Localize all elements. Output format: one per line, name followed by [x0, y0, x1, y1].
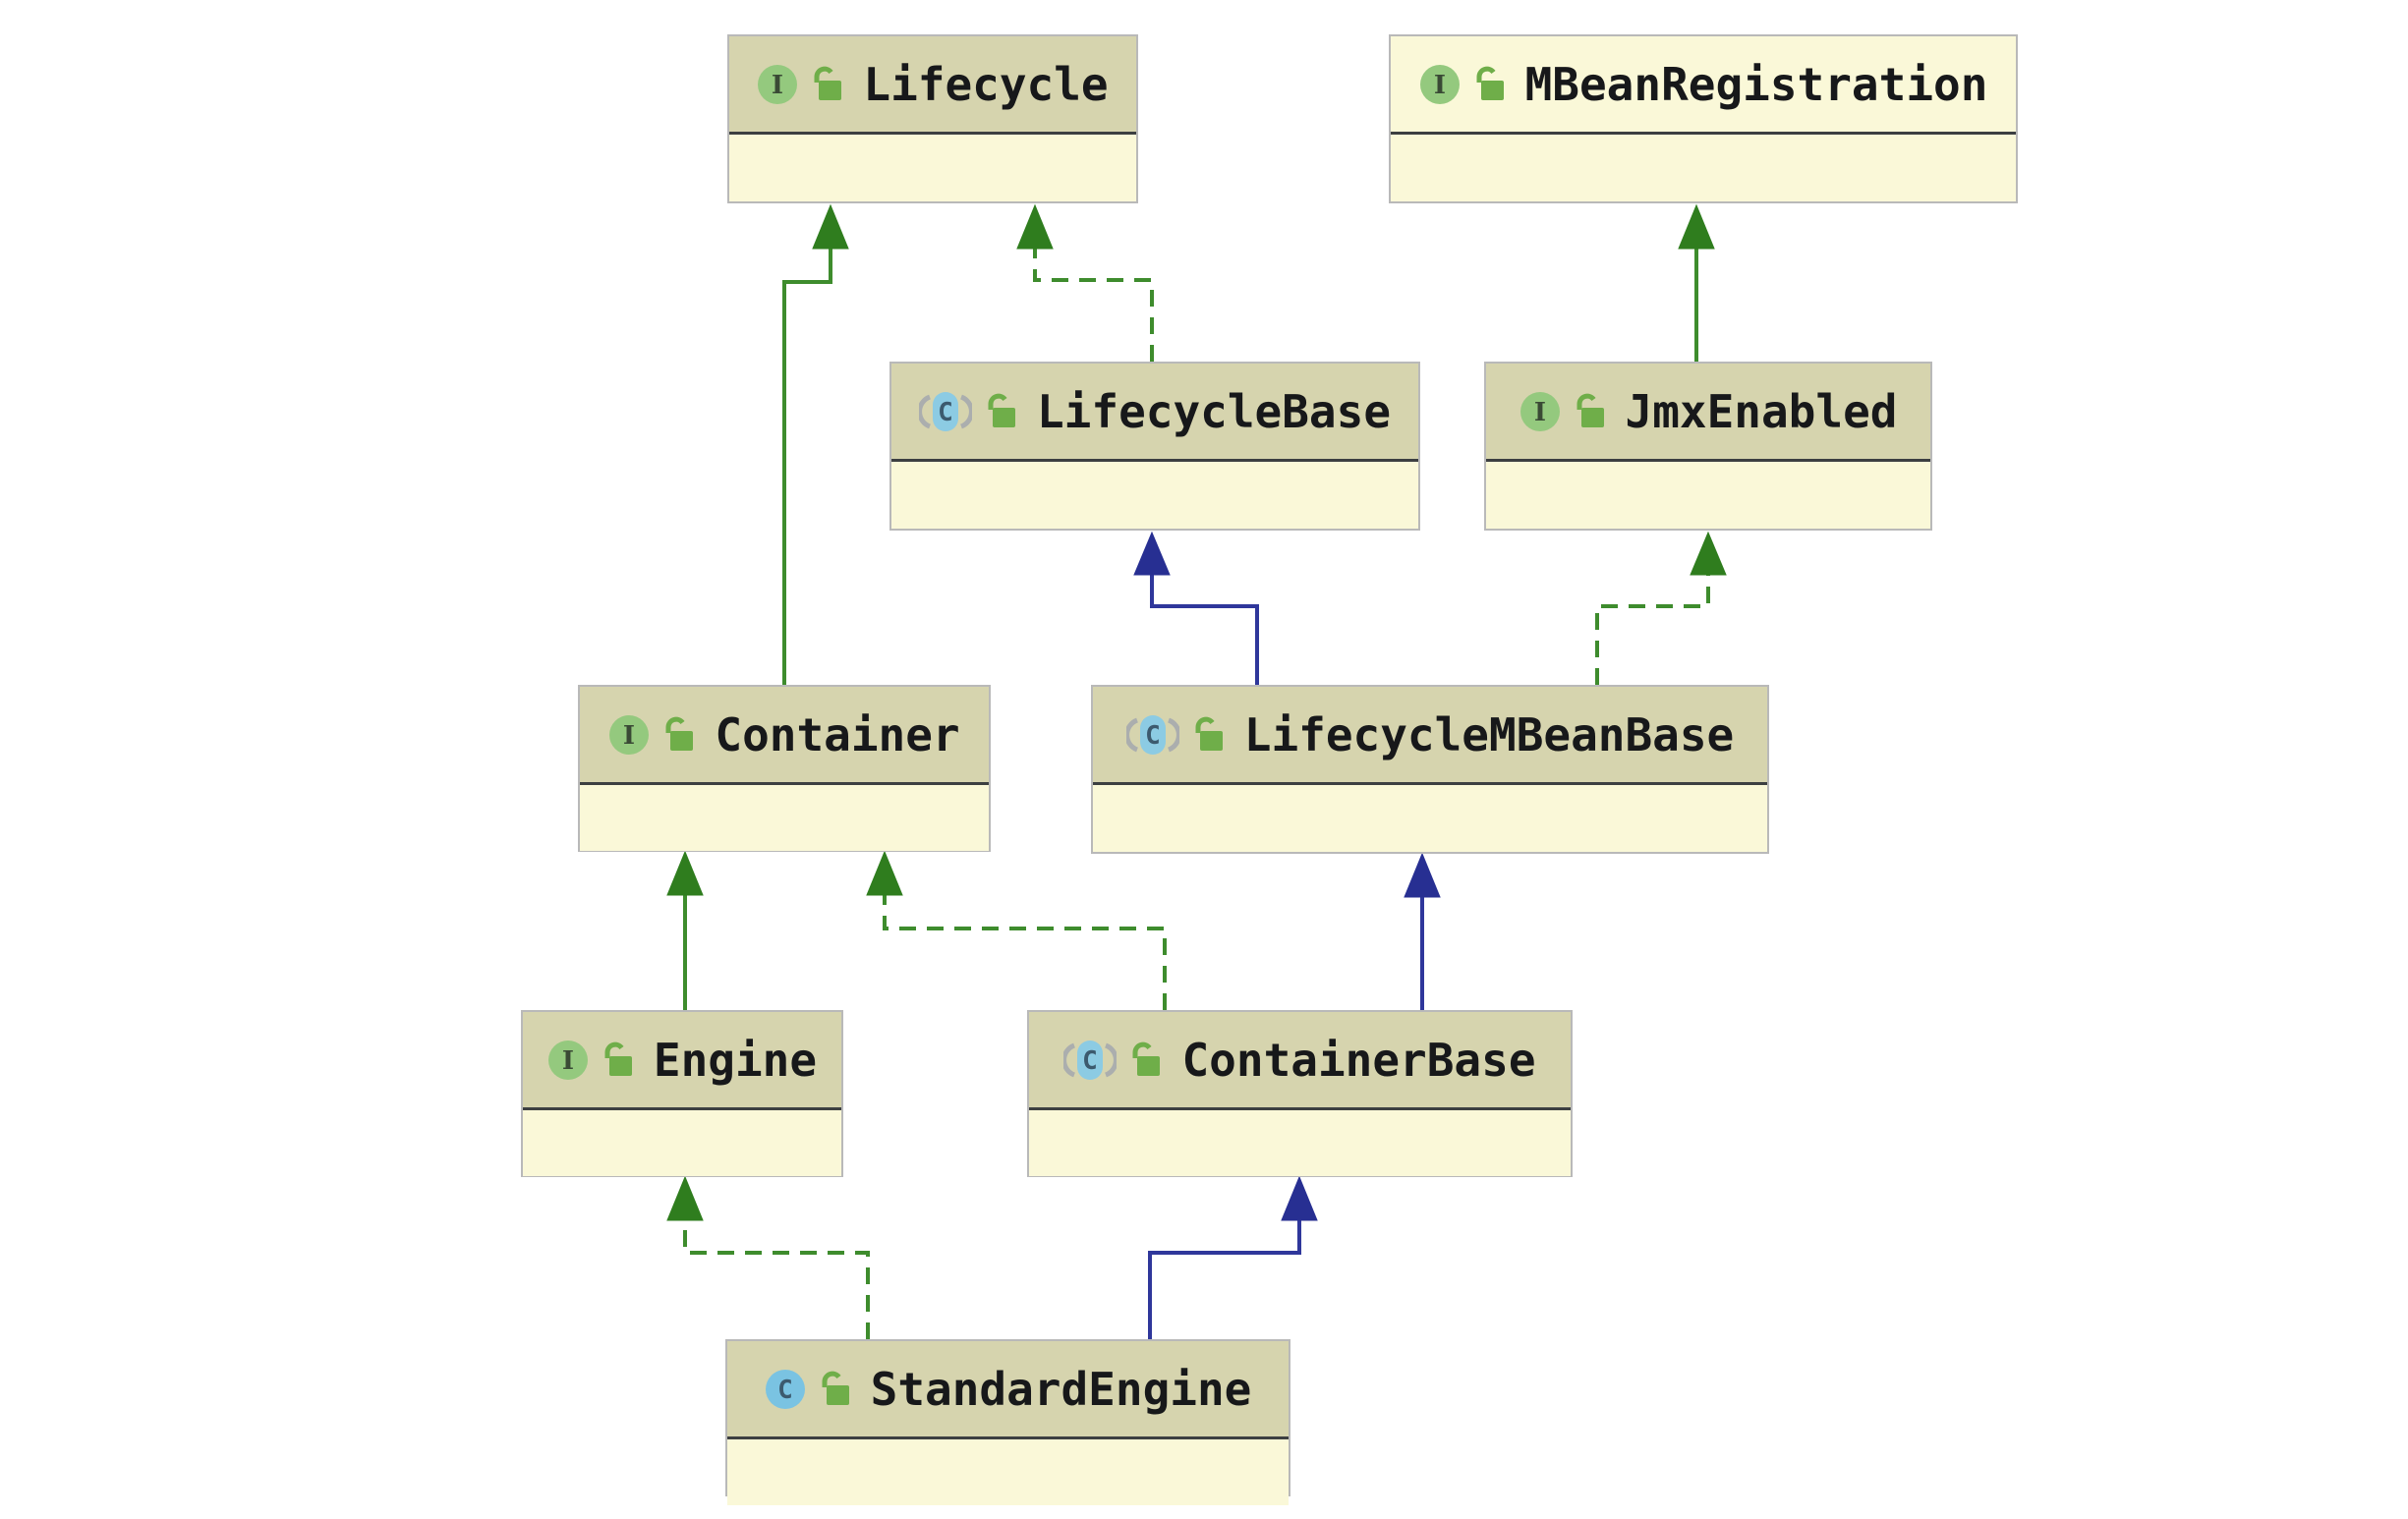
- edge-standardengine-implements-engine: [666, 1175, 870, 1339]
- node-title: ContainerBase: [1181, 1033, 1536, 1087]
- svg-text:I: I: [1533, 398, 1545, 427]
- node-title: Lifecycle: [863, 57, 1109, 111]
- node-body-compartment: [1029, 1110, 1571, 1176]
- arrowhead: [866, 850, 903, 896]
- node-standardengine[interactable]: C StandardEngine: [725, 1339, 1290, 1505]
- node-body-compartment: [1486, 462, 1930, 528]
- unlocked-icon: [601, 1041, 634, 1079]
- node-body-compartment: [523, 1110, 841, 1176]
- arrowhead: [666, 1175, 704, 1221]
- node-lifecycle[interactable]: I Lifecycle: [727, 34, 1138, 203]
- abstract-class-icon: C: [918, 391, 972, 432]
- interface-icon: I: [757, 64, 798, 105]
- arrowhead: [1678, 203, 1715, 250]
- node-body-compartment: [1093, 785, 1767, 851]
- node-body-compartment: [727, 1439, 1289, 1505]
- unlocked-icon: [1573, 393, 1606, 430]
- node-lifecyclebase[interactable]: C LifecycleBase: [889, 362, 1420, 531]
- svg-text:I: I: [562, 1046, 574, 1076]
- interface-icon: I: [547, 1040, 589, 1081]
- node-lifecyclembeanbase[interactable]: C LifecycleMBeanBase: [1091, 685, 1769, 854]
- interface-icon: I: [1519, 391, 1561, 432]
- unlocked-icon: [818, 1371, 851, 1408]
- edge-jmxenabled-extends-mbeanregistration: [1678, 203, 1715, 362]
- svg-text:I: I: [623, 721, 635, 751]
- interface-icon: I: [1419, 64, 1461, 105]
- unlocked-icon: [984, 393, 1017, 430]
- arrowhead: [666, 850, 704, 896]
- arrowhead: [1690, 531, 1727, 576]
- node-title: Container: [715, 707, 960, 761]
- unlocked-icon: [810, 66, 843, 103]
- svg-text:C: C: [1083, 1046, 1099, 1076]
- node-body-compartment: [1391, 135, 2016, 200]
- interface-icon: I: [608, 714, 650, 756]
- node-body-compartment: [891, 462, 1418, 528]
- node-title: LifecycleMBeanBase: [1243, 707, 1735, 761]
- unlocked-icon: [1128, 1041, 1162, 1079]
- abstract-class-icon: C: [1125, 714, 1179, 756]
- arrowhead: [1281, 1175, 1318, 1221]
- unlocked-icon: [661, 716, 695, 754]
- edge-containerbase-implements-container: [866, 850, 1167, 1010]
- arrowhead: [1016, 203, 1054, 250]
- svg-text:C: C: [777, 1376, 793, 1405]
- arrowhead: [1133, 531, 1171, 576]
- node-title: MBeanRegistration: [1524, 57, 1988, 111]
- svg-text:I: I: [772, 71, 783, 100]
- node-container[interactable]: I Container: [578, 685, 991, 852]
- node-engine[interactable]: I Engine: [521, 1010, 843, 1177]
- svg-text:I: I: [1434, 71, 1446, 100]
- node-body-compartment: [729, 135, 1136, 200]
- edge-container-extends-lifecycle: [782, 203, 849, 685]
- node-jmxenabled[interactable]: I JmxEnabled: [1484, 362, 1932, 531]
- edge-lifecyclembeanbase-extends-lifecyclebase: [1133, 531, 1259, 685]
- unlocked-icon: [1472, 66, 1506, 103]
- class-icon: C: [765, 1369, 806, 1410]
- node-mbeanregistration[interactable]: I MBeanRegistration: [1389, 34, 2018, 203]
- edge-lifecyclebase-implements-lifecycle: [1016, 203, 1154, 362]
- edge-lifecyclembeanbase-implements-jmxenabled: [1595, 531, 1727, 685]
- edge-containerbase-extends-lifecyclembeanbase: [1404, 852, 1441, 1010]
- unlocked-icon: [1191, 716, 1225, 754]
- abstract-class-icon: C: [1063, 1040, 1118, 1081]
- arrowhead: [1404, 852, 1441, 898]
- node-title: Engine: [653, 1033, 818, 1087]
- edge-standardengine-extends-containerbase: [1148, 1175, 1318, 1339]
- svg-text:C: C: [1145, 721, 1161, 751]
- node-title: LifecycleBase: [1036, 384, 1392, 438]
- arrowhead: [812, 203, 849, 250]
- node-title: StandardEngine: [870, 1362, 1252, 1416]
- edge-engine-extends-container: [666, 850, 704, 1010]
- node-title: JmxEnabled: [1625, 384, 1898, 438]
- svg-text:C: C: [938, 398, 953, 427]
- node-containerbase[interactable]: C ContainerBase: [1027, 1010, 1573, 1177]
- node-body-compartment: [580, 785, 989, 851]
